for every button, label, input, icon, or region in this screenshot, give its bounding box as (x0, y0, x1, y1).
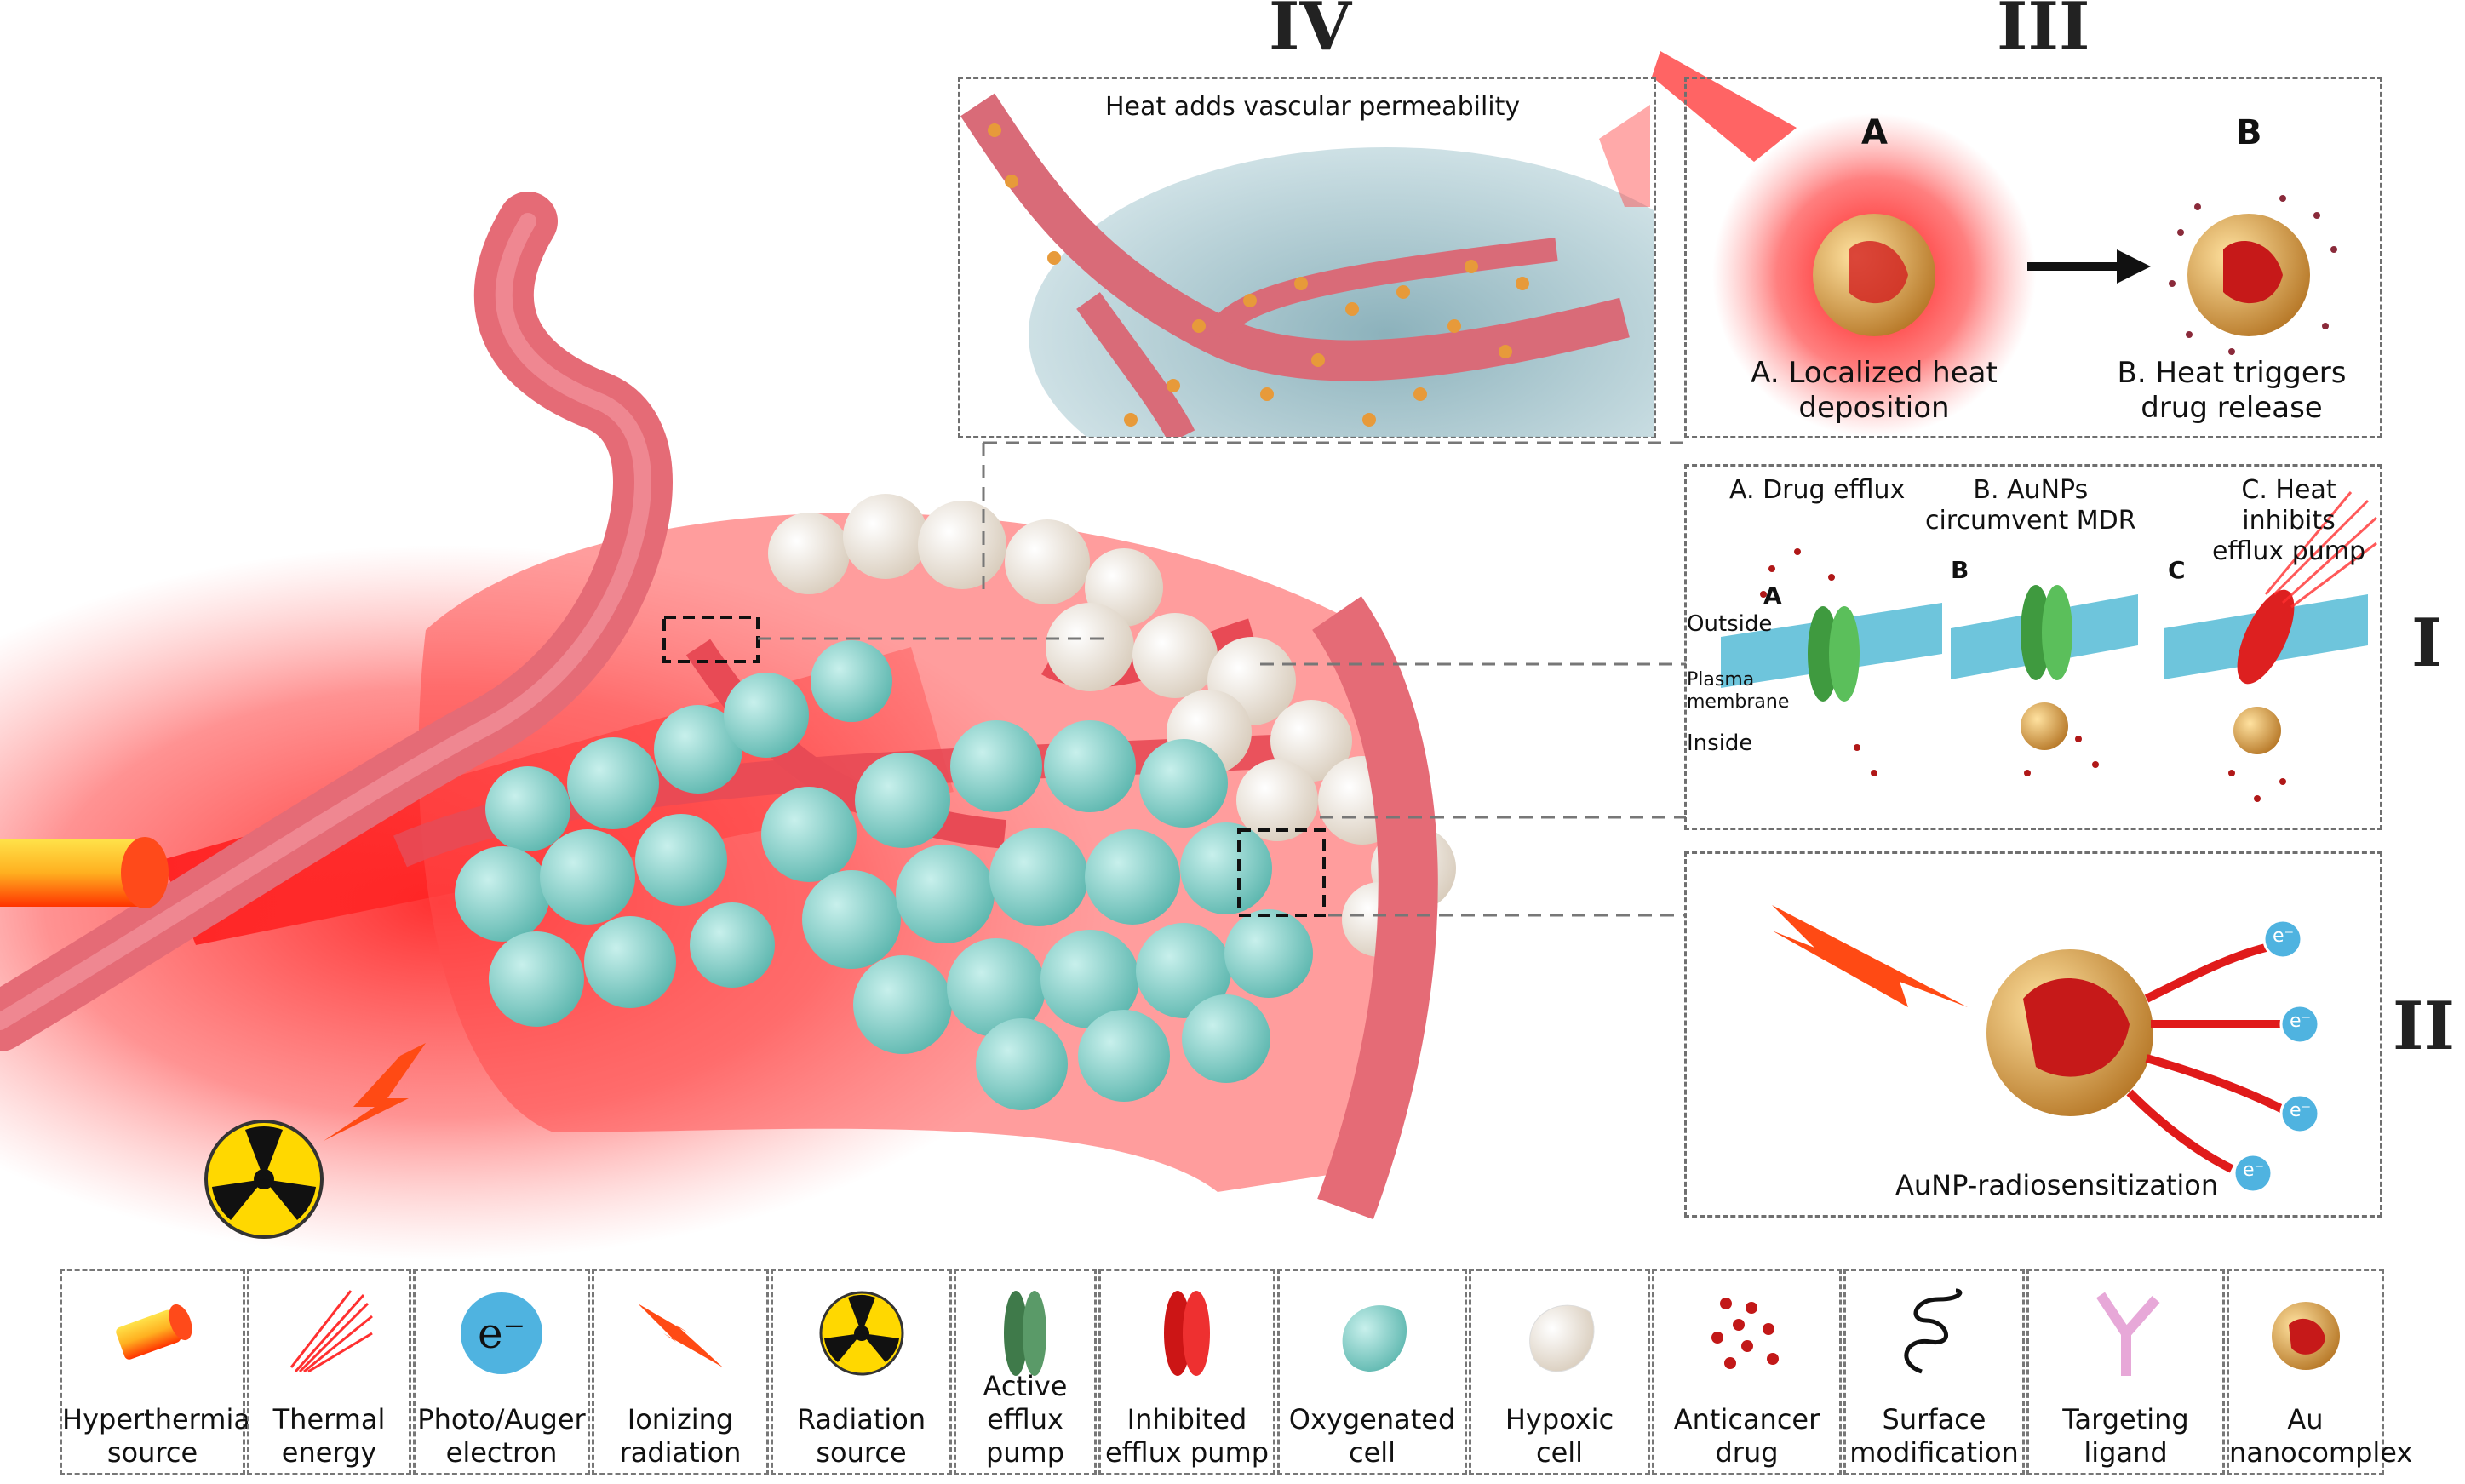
panel-ii-caption: AuNP-radiosensitization (1895, 1169, 2219, 1201)
panel-i-numeral: I (2411, 604, 2443, 682)
panel-ii-numeral: II (2393, 988, 2455, 1065)
radiation-source-icon (815, 1286, 909, 1380)
legend-item-active-efflux-pump: Active efflux pump (954, 1269, 1097, 1475)
legend-label: Radiation source (796, 1402, 926, 1469)
panel-i-inside-label: Inside (1687, 731, 1753, 756)
legend-item-surface-modification: Surface modification (1843, 1269, 2025, 1475)
legend-item-hypoxic-cell: Hypoxic cell (1469, 1269, 1650, 1475)
inhibited-efflux-pump-icon (1140, 1286, 1234, 1380)
panel-iii-caption-b: B. Heat triggers drug release (2117, 356, 2347, 425)
legend-item-anticancer-drug: Anticancer drug (1652, 1269, 1842, 1475)
au-nanocomplex-icon (2259, 1286, 2353, 1380)
electron-label-4: e⁻ (2243, 1160, 2265, 1181)
panel-ii: e⁻ e⁻ e⁻ e⁻ AuNP-radiosensitization (1684, 851, 2382, 1218)
electron-icon: e⁻ (455, 1286, 548, 1380)
legend-item-ionizing-radiation: Ionizing radiation (592, 1269, 769, 1475)
panel-i: A. Drug efflux B. AuNPs circumvent MDR C… (1684, 464, 2382, 830)
panel-i-caption-a: A. Drug efflux (1729, 475, 1906, 505)
panel-i-outside-label: Outside (1687, 611, 1773, 637)
anticancer-drug-icon (1700, 1286, 1794, 1380)
targeting-ligand-icon (2079, 1286, 2173, 1380)
hyperthermia-rod (0, 837, 169, 908)
hyperthermia-source-icon (106, 1286, 199, 1380)
heat-release-illustration (1712, 113, 2337, 437)
legend-label: Oxygenated cell (1288, 1402, 1456, 1469)
panel-i-caption-b: B. AuNPs circumvent MDR (1925, 475, 2136, 536)
panel-iv-caption: Heat adds vascular permeability (1105, 92, 1521, 122)
membrane-illustration (1721, 491, 2378, 802)
legend-label: Anticancer drug (1673, 1402, 1820, 1469)
legend-label: Thermal energy (272, 1402, 386, 1469)
permeability-illustration (960, 93, 1654, 437)
legend-label: Ionizing radiation (619, 1402, 742, 1469)
legend-label: Hyperthermia source (62, 1402, 250, 1469)
legend-item-electron: e⁻ Photo/Auger electron (413, 1269, 590, 1475)
oxygenated-cell-icon (1326, 1286, 1419, 1380)
panel-iii-label-b: B (2236, 113, 2262, 152)
legend-item-oxygenated-cell: Oxygenated cell (1277, 1269, 1467, 1475)
thermal-energy-icon (283, 1286, 376, 1380)
panel-i-marker-b: B (1951, 556, 1969, 584)
panel-i-marker-a: A (1763, 582, 1782, 610)
panel-i-plasma-membrane-label: Plasma membrane (1687, 669, 1790, 713)
oxygenated-cell-cluster (455, 640, 1313, 1110)
legend-item-thermal-energy: Thermal energy (247, 1269, 411, 1475)
legend-label: Hypoxic cell (1505, 1402, 1614, 1469)
legend-label: Targeting ligand (2062, 1402, 2189, 1469)
hypoxic-cell-icon (1513, 1286, 1607, 1380)
legend-label: Au nanocomplex (2229, 1402, 2413, 1469)
panel-i-caption-c: C. Heat inhibits efflux pump (2211, 475, 2366, 566)
panel-iv-numeral: IV (1269, 0, 1352, 66)
electron-label-2: e⁻ (2290, 1011, 2312, 1032)
panel-iii-numeral: III (1997, 0, 2090, 66)
legend-item-inhibited-efflux-pump: Inhibited efflux pump (1098, 1269, 1275, 1475)
electron-label-1: e⁻ (2273, 925, 2295, 947)
panel-iii-caption-a: A. Localized heat deposition (1751, 356, 1998, 425)
legend-item-targeting-ligand: Targeting ligand (2026, 1269, 2225, 1475)
active-efflux-pump-icon (978, 1286, 1072, 1380)
panel-iv: Heat adds vascular permeability (958, 77, 1656, 438)
panel-iii: A B A. Localized heat deposition B. Heat… (1684, 77, 2382, 438)
electron-label-3: e⁻ (2290, 1100, 2312, 1121)
panel-i-marker-c: C (2168, 556, 2186, 584)
panel-iii-label-a: A (1861, 113, 1888, 152)
radiation-symbol (204, 1120, 324, 1239)
legend-label: Active efflux pump (983, 1369, 1068, 1469)
surface-modification-icon (1888, 1286, 1981, 1380)
legend-label: Inhibited efflux pump (1104, 1402, 1270, 1469)
legend-label: Photo/Auger electron (417, 1402, 586, 1469)
legend-item-hyperthermia-source: Hyperthermia source (60, 1269, 250, 1475)
legend-item-radiation-source: Radiation source (771, 1269, 952, 1475)
radiosensitization-illustration (1772, 905, 2320, 1194)
legend-item-au-nanocomplex: Au nanocomplex (2227, 1269, 2413, 1475)
svg-text:e⁻: e⁻ (478, 1309, 525, 1358)
legend-label: Surface modification (1849, 1402, 2019, 1469)
ionizing-radiation-icon (629, 1286, 731, 1380)
